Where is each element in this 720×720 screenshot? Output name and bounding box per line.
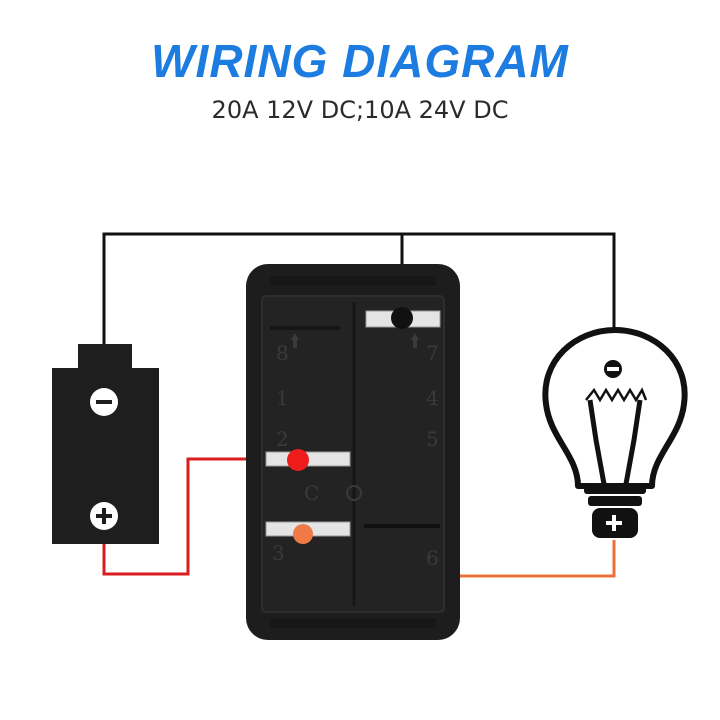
red-wire (102, 457, 296, 576)
diagram-title: WIRING DIAGRAM (151, 35, 569, 87)
diagram-subtitle: 20A 12V DC;10A 24V DC (211, 96, 509, 124)
pin-label-2: 2 (276, 427, 289, 451)
rocker-switch: 8 1 2 C 3 7 4 5 6 (246, 264, 460, 640)
filament-icon (585, 387, 648, 403)
pin-label-4: 4 (426, 386, 439, 410)
pin-label-5: 5 (426, 427, 439, 451)
black-wire (102, 232, 616, 370)
pin-label-3: 3 (272, 541, 285, 565)
arrow-up-icon (291, 333, 299, 348)
arrow-up-icon-right (411, 333, 419, 348)
battery (52, 344, 159, 544)
pin-label-1: 1 (276, 386, 289, 410)
orange-connection-dot (293, 524, 313, 544)
pin-label-6: 6 (426, 546, 439, 570)
pin-label-8: 8 (276, 341, 289, 365)
red-connection-dot (287, 449, 309, 471)
black-connection-dot (391, 307, 413, 329)
pin-label-7: 7 (426, 341, 439, 365)
light-bulb (542, 327, 688, 538)
pin-label-c: C (304, 481, 319, 505)
